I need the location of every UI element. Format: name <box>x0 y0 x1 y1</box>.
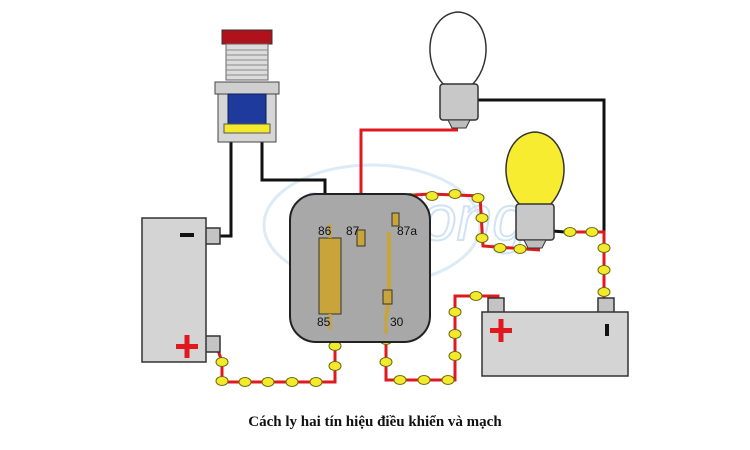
bulb-yellow-on <box>505 131 565 249</box>
battery-left-minus-sign <box>180 233 194 237</box>
relay-contact-87 <box>356 229 366 247</box>
push-switch <box>214 29 280 143</box>
battery-right <box>481 297 629 377</box>
wire-yellow-bulb-to-battery <box>565 230 606 300</box>
wire-switch-to-battery-minus <box>216 140 233 238</box>
terminal-label-86: 86 <box>318 224 332 238</box>
diagram-caption: Cách ly hai tín hiệu điều khiển và mạch <box>248 414 502 430</box>
terminal-label-30: 30 <box>390 315 404 329</box>
relay: 86 87 87a 85 30 <box>289 193 431 343</box>
battery-left-plus-sign <box>176 335 198 358</box>
battery-right-plus-sign <box>490 319 512 342</box>
terminal-label-87a: 87a <box>397 224 417 238</box>
terminal-label-85: 85 <box>317 315 331 329</box>
battery-left <box>141 217 221 363</box>
bulb-white-off <box>429 11 487 129</box>
terminal-label-87: 87 <box>346 224 360 238</box>
relay-coil <box>318 237 342 315</box>
battery-right-minus-sign <box>605 324 609 336</box>
relay-contact-87a <box>391 212 400 227</box>
